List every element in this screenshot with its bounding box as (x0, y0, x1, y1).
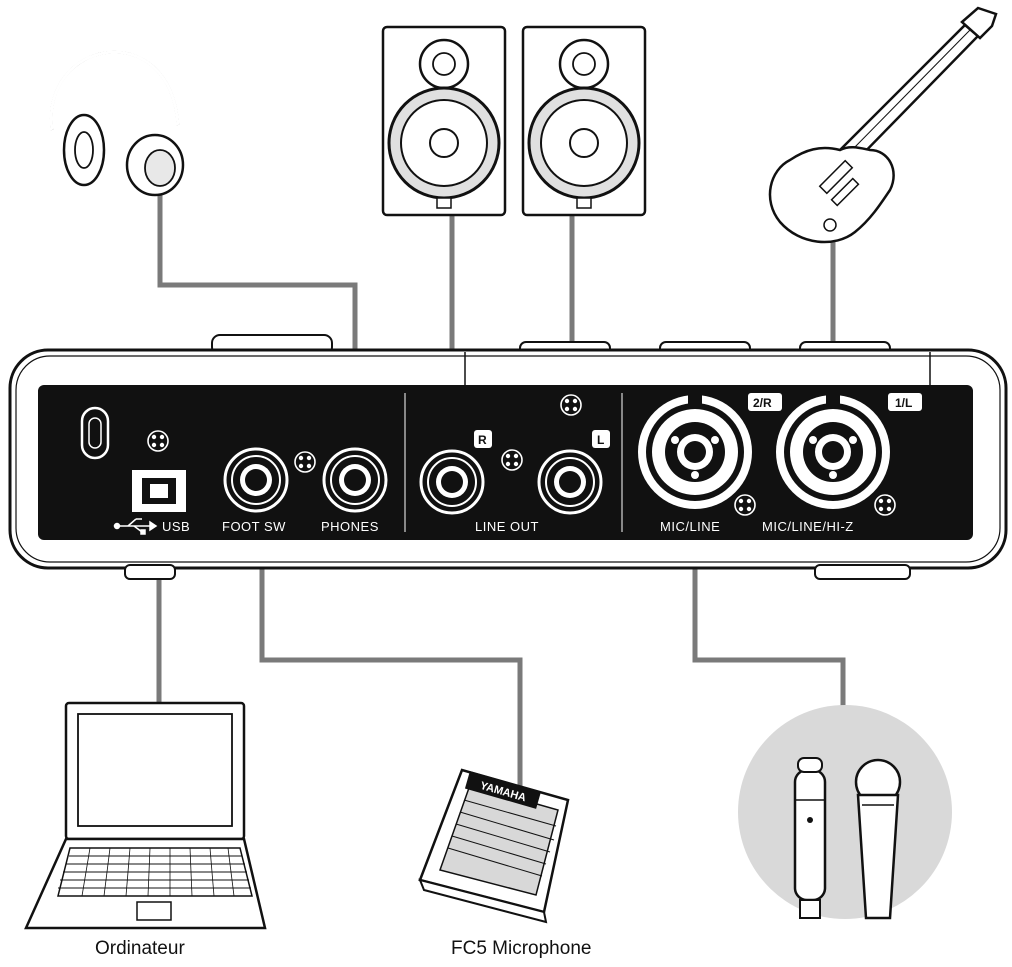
speaker-left-icon (521, 25, 647, 217)
microphones-icon (738, 705, 952, 920)
line-out-label: LINE OUT (475, 519, 539, 534)
r-badge (474, 430, 492, 448)
screw-icon (734, 494, 756, 516)
screw-icon (874, 494, 896, 516)
line-out-r-jack: R (419, 430, 492, 515)
r-badge-text: R (478, 433, 487, 447)
ch2-badge (748, 393, 782, 411)
security-slot-icon (80, 406, 110, 460)
headphones-icon (49, 50, 185, 197)
pedal-caption: FC5 Microphone (451, 938, 591, 959)
screw-icon (294, 451, 316, 473)
electric-guitar-icon (768, 6, 998, 244)
foot-pedal-icon: YAMAHA (418, 768, 570, 924)
computer-caption: Ordinateur (95, 938, 185, 959)
usb-label: USB (162, 519, 190, 534)
mic-line-combo-jack: 2/R MIC/LINE (638, 393, 782, 534)
l-badge-text: L (597, 433, 604, 447)
ch1-badge (888, 393, 922, 411)
mic-line-label: MIC/LINE (660, 519, 720, 534)
usb-port: USB (113, 430, 190, 535)
audio-interface: USB FOOT SW PHONES (8, 334, 1008, 580)
laptop-icon (24, 701, 267, 930)
ch2-badge-text: 2/R (753, 396, 772, 410)
ch1-badge-text: 1/L (895, 396, 912, 410)
usb-symbol-icon (113, 518, 158, 535)
line-out-l-jack: L (537, 430, 610, 515)
mic-line-hiz-label: MIC/LINE/HI-Z (762, 519, 854, 534)
foot-switch-jack: FOOT SW (222, 447, 316, 534)
phones-label: PHONES (321, 519, 379, 534)
phones-jack: PHONES (321, 447, 388, 534)
speaker-right-icon (381, 25, 507, 217)
screw-icon (501, 449, 523, 471)
l-badge (592, 430, 610, 448)
screw-icon (560, 394, 582, 416)
screw-icon (147, 430, 169, 452)
footswitch-cable (259, 480, 523, 790)
foot-sw-label: FOOT SW (222, 519, 286, 534)
mic-line-hiz-combo-jack: 1/L MIC/LINE/HI-Z (762, 393, 922, 534)
